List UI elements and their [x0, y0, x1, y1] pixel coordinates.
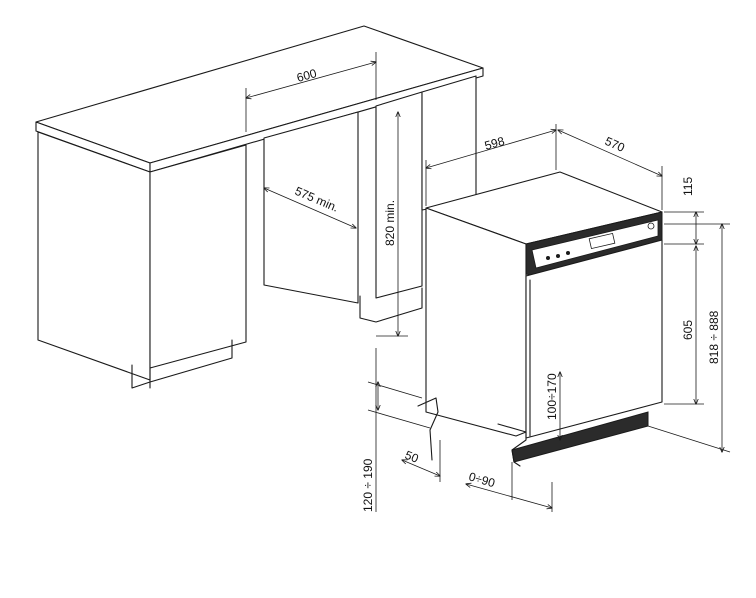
worktop-side-edge	[149, 67, 484, 173]
cabinet-front	[37, 131, 151, 381]
label-plinth-setback: 50	[403, 448, 421, 466]
label-plinth-adjust: 100÷170	[545, 373, 559, 420]
dimension-lines	[246, 52, 731, 512]
display-window	[588, 232, 616, 250]
right-cabinet-side	[421, 75, 477, 211]
label-door-offset: 0÷90	[467, 469, 497, 490]
cabinet-side	[149, 144, 247, 369]
indicator-light	[546, 256, 550, 260]
label-niche-height: 820 min.	[383, 200, 397, 246]
label-worktop-width: 600	[295, 66, 318, 85]
label-total-height: 818 ÷ 888	[707, 310, 721, 364]
kitchen-cabinet	[35, 25, 484, 389]
niche-back-wall	[263, 111, 359, 304]
label-appliance-width: 598	[483, 134, 506, 153]
label-door-height: 605	[681, 320, 695, 340]
dishwasher-side	[425, 207, 527, 437]
label-appliance-depth: 570	[603, 134, 627, 155]
label-panel-height: 115	[681, 177, 695, 196]
right-cabinet-plinth	[359, 287, 423, 323]
right-cabinet-front	[375, 91, 423, 299]
dishwasher	[417, 171, 663, 467]
power-knob	[647, 222, 655, 230]
label-feet-height: 120 ÷ 190	[361, 458, 375, 512]
